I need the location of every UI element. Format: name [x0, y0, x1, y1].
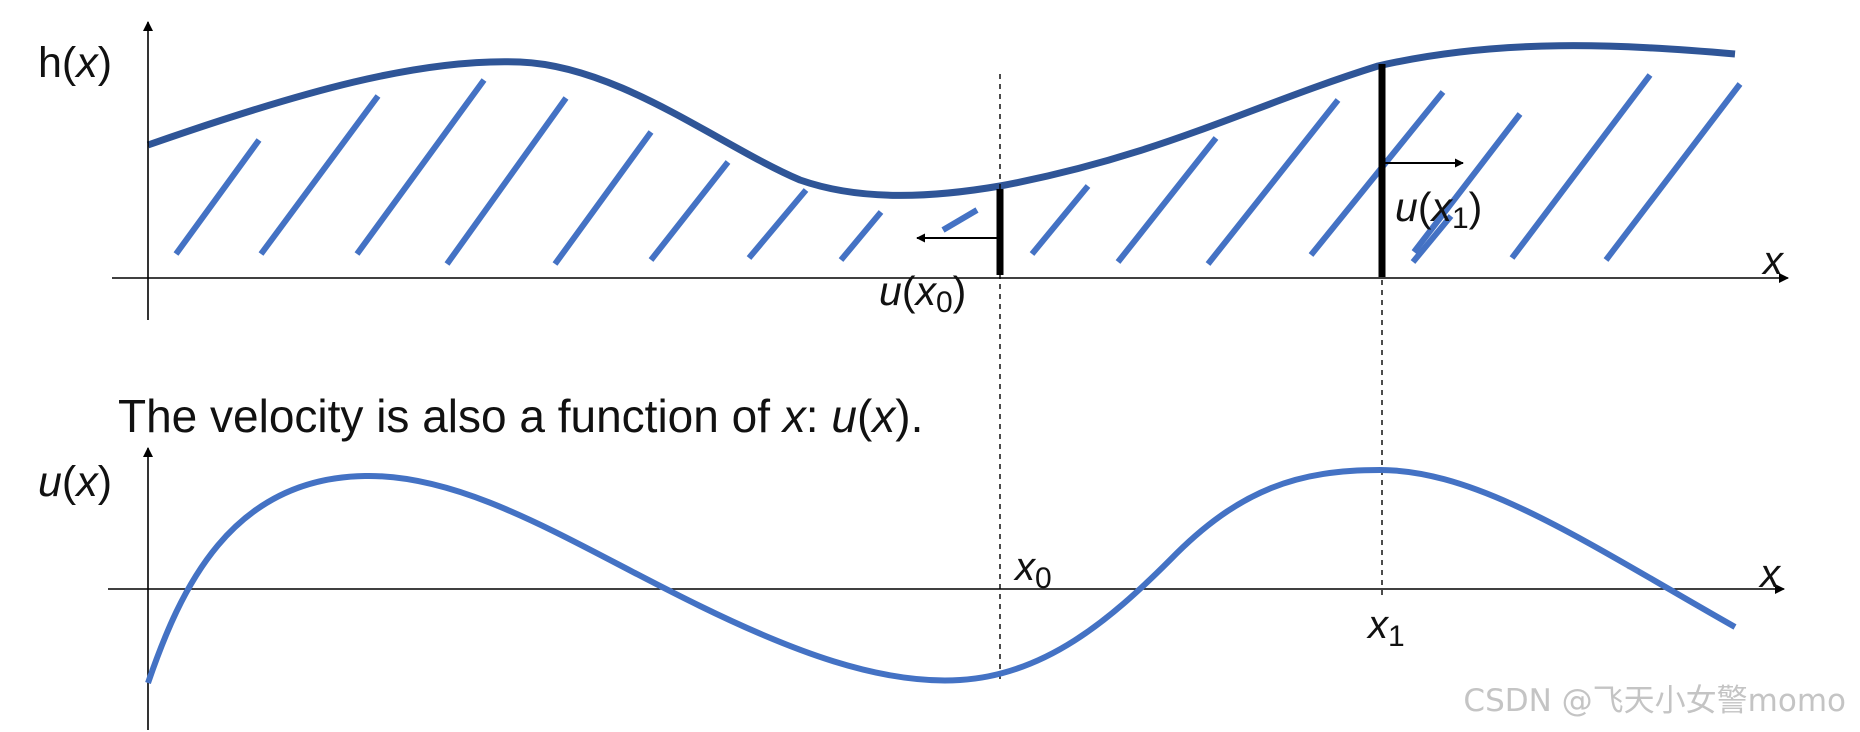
- hatch-line: [746, 188, 809, 260]
- height-curve: [146, 42, 1736, 199]
- hatch-line: [1115, 136, 1219, 264]
- hatch-line: [838, 210, 884, 262]
- hatch-line: [1308, 90, 1446, 257]
- bottom-x-axis-label: x: [1758, 552, 1782, 596]
- hatch-line: [354, 78, 487, 256]
- u-x0-label: u(x0): [879, 268, 966, 319]
- top-x-axis-label: x: [1761, 239, 1785, 283]
- watermark-text: CSDN @飞天小女警momo: [1463, 683, 1846, 719]
- hatch-line: [941, 207, 979, 233]
- bottom-panel: u(x) x x0 x1: [38, 447, 1785, 730]
- hatch-line: [1029, 184, 1091, 256]
- u-x1-label: u(x1): [1395, 184, 1482, 235]
- hatch-line: [1603, 82, 1743, 262]
- hatch-line: [1410, 214, 1454, 264]
- hatch-line: [1411, 112, 1523, 254]
- velocity-curve: [145, 466, 1737, 684]
- hatch-line: [552, 130, 654, 266]
- hatch-fill: [173, 73, 1743, 266]
- caption-text: The velocity is also a function of x: u(…: [118, 390, 923, 442]
- hatch-line: [258, 94, 381, 256]
- x0-tick-label: x0: [1013, 545, 1052, 595]
- hatch-line: [1205, 98, 1341, 266]
- hatch-line: [648, 160, 731, 262]
- top-panel: h(x) x u(x0) u(x1): [38, 21, 1789, 320]
- hatch-line: [173, 138, 262, 256]
- u-of-x-label: u(x): [38, 458, 112, 506]
- hatch-line: [444, 96, 569, 266]
- x1-tick-label: x1: [1366, 603, 1405, 653]
- h-of-x-label: h(x): [38, 39, 112, 87]
- hatch-line: [1509, 73, 1653, 260]
